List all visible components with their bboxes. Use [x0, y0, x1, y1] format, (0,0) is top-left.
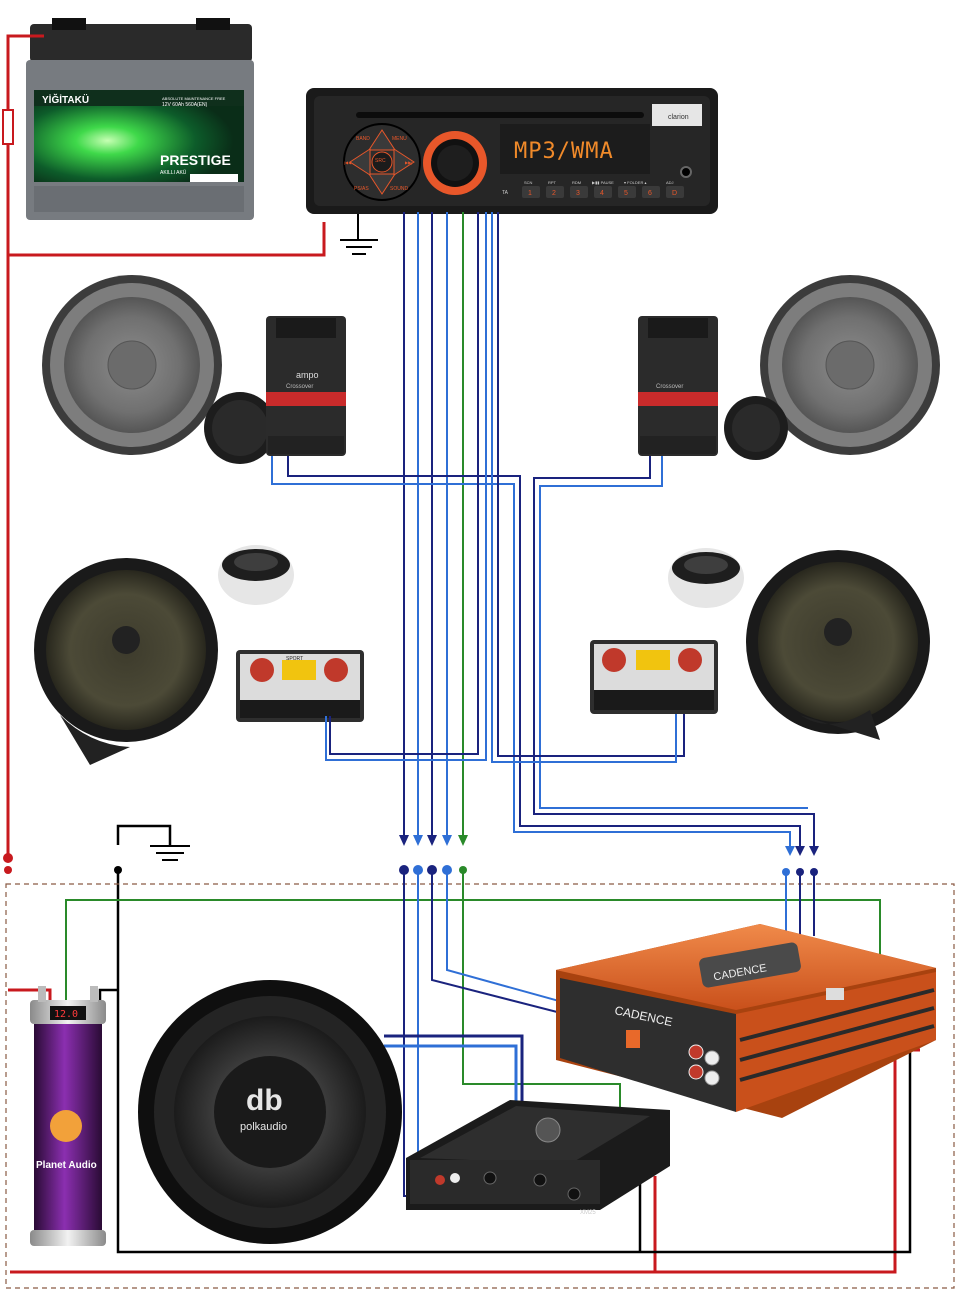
front-right-crossover: Crossover: [638, 316, 718, 456]
band-label: BAND: [356, 136, 370, 142]
rear-right-crossover: [590, 640, 718, 714]
battery-sub-model: AKILLI AKÜ: [160, 169, 187, 176]
front-left-crossover: ampo Crossover: [266, 316, 346, 456]
src-button[interactable]: [371, 151, 393, 173]
battery-spec: 12V 60Ah 560A(EN): [162, 102, 208, 108]
amp-rack-boundary: [5, 883, 955, 1289]
rca-input-jack: [688, 1044, 704, 1060]
head-unit-brand: clarion: [668, 114, 689, 121]
rear-left-crossover: SPORT: [236, 650, 364, 722]
sound-label: SOUND: [390, 186, 408, 192]
folder-label: ▾ FOLDER ▴: [624, 180, 646, 185]
preset-label-4: 4: [600, 190, 604, 197]
crossover-right-label: Crossover: [656, 384, 683, 390]
preset-button-1[interactable]: [522, 186, 540, 198]
ta-label: TA: [502, 190, 509, 196]
capacitor: 12.0 Planet Audio: [30, 986, 106, 1246]
rca-input-jack: [450, 1173, 460, 1183]
seek-left-label: |◀◀: [344, 160, 352, 165]
lcd-display: [500, 124, 650, 174]
aux-jack-icon: [680, 166, 692, 178]
rear-right-woofer: [746, 550, 930, 740]
preset-button-4[interactable]: [594, 186, 612, 198]
preset-button-2[interactable]: [546, 186, 564, 198]
preset-buttons: 1 2 3 4 5 6 D: [522, 186, 684, 198]
subwoofer-logo: db: [246, 1084, 283, 1117]
rear-right-tweeter: [668, 548, 744, 608]
adj-label: ADJ: [666, 180, 674, 185]
capacitor-display: 12.0: [54, 1009, 78, 1020]
preset-label-D: D: [672, 190, 677, 197]
crossover-brand: ampo: [296, 370, 319, 380]
pause-label: ▶▮▮ PAUSE: [592, 180, 614, 185]
preset-label-1: 1: [528, 190, 532, 197]
battery: YİĞİTAKÜ ABSOLUTE MAINTENANCE FREE 12V 6…: [26, 18, 254, 220]
preset-label-3: 3: [576, 190, 580, 197]
battery-brand: YİĞİTAKÜ: [42, 93, 89, 106]
connection-dots: [399, 865, 818, 876]
subwoofer-brand: polkaudio: [240, 1121, 287, 1133]
rca-bundle-down: [403, 212, 464, 835]
preset-button-D[interactable]: [666, 186, 684, 198]
rear-left-woofer: [34, 558, 218, 765]
crossover-label: Crossover: [286, 384, 313, 390]
display-text: MP3/WMA: [514, 139, 614, 164]
ground-symbol-amps: [150, 845, 190, 861]
rca-input-jack: [688, 1064, 704, 1080]
subwoofer: db polkaudio: [138, 980, 402, 1244]
src-label: SRC: [375, 158, 386, 164]
preset-label-6: 6: [648, 190, 652, 197]
preset-label-2: 2: [552, 190, 556, 197]
battery-tagline: ABSOLUTE MAINTENANCE FREE: [162, 96, 226, 101]
front-right-woofer: [760, 275, 940, 455]
rca-input-jack: [435, 1175, 445, 1185]
speaker-wires: [271, 212, 815, 846]
battery-model: PRESTIGE: [160, 152, 231, 168]
preset-label-5: 5: [624, 190, 628, 197]
rpt-label: RPT: [548, 180, 557, 185]
scn-label: SCN: [524, 180, 533, 185]
front-right-tweeter: [724, 396, 788, 460]
front-left-woofer: [42, 275, 222, 455]
head-unit: clarion SRC BAND MENU PS/AS SOUND |◀◀ ▶▶…: [306, 88, 718, 214]
menu-label: MENU: [392, 136, 407, 142]
preset-button-3[interactable]: [570, 186, 588, 198]
preset-button-5[interactable]: [618, 186, 636, 198]
seek-right-label: ▶▶|: [405, 160, 412, 165]
mono-amplifier: XM25: [406, 1100, 670, 1216]
psas-label: PS/AS: [354, 186, 369, 192]
rca-input-jack: [704, 1050, 720, 1066]
mono-amp-model: XM25: [580, 1210, 596, 1216]
preset-button-6[interactable]: [642, 186, 660, 198]
four-channel-amplifier: CADENCE CADENCE: [556, 924, 936, 1118]
rear-left-tweeter: [218, 545, 294, 605]
rca-arrowheads: [399, 835, 468, 846]
speaker-arrowheads: [785, 846, 819, 856]
fuse-icon: [2, 109, 14, 145]
mid-crossover-label: SPORT: [286, 656, 303, 662]
capacitor-brand: Planet Audio: [36, 1160, 97, 1171]
ground-symbol-head-unit: [340, 214, 378, 255]
rca-input-jack: [704, 1070, 720, 1086]
front-left-tweeter: [204, 392, 276, 464]
rdm-label: RDM: [572, 180, 581, 185]
